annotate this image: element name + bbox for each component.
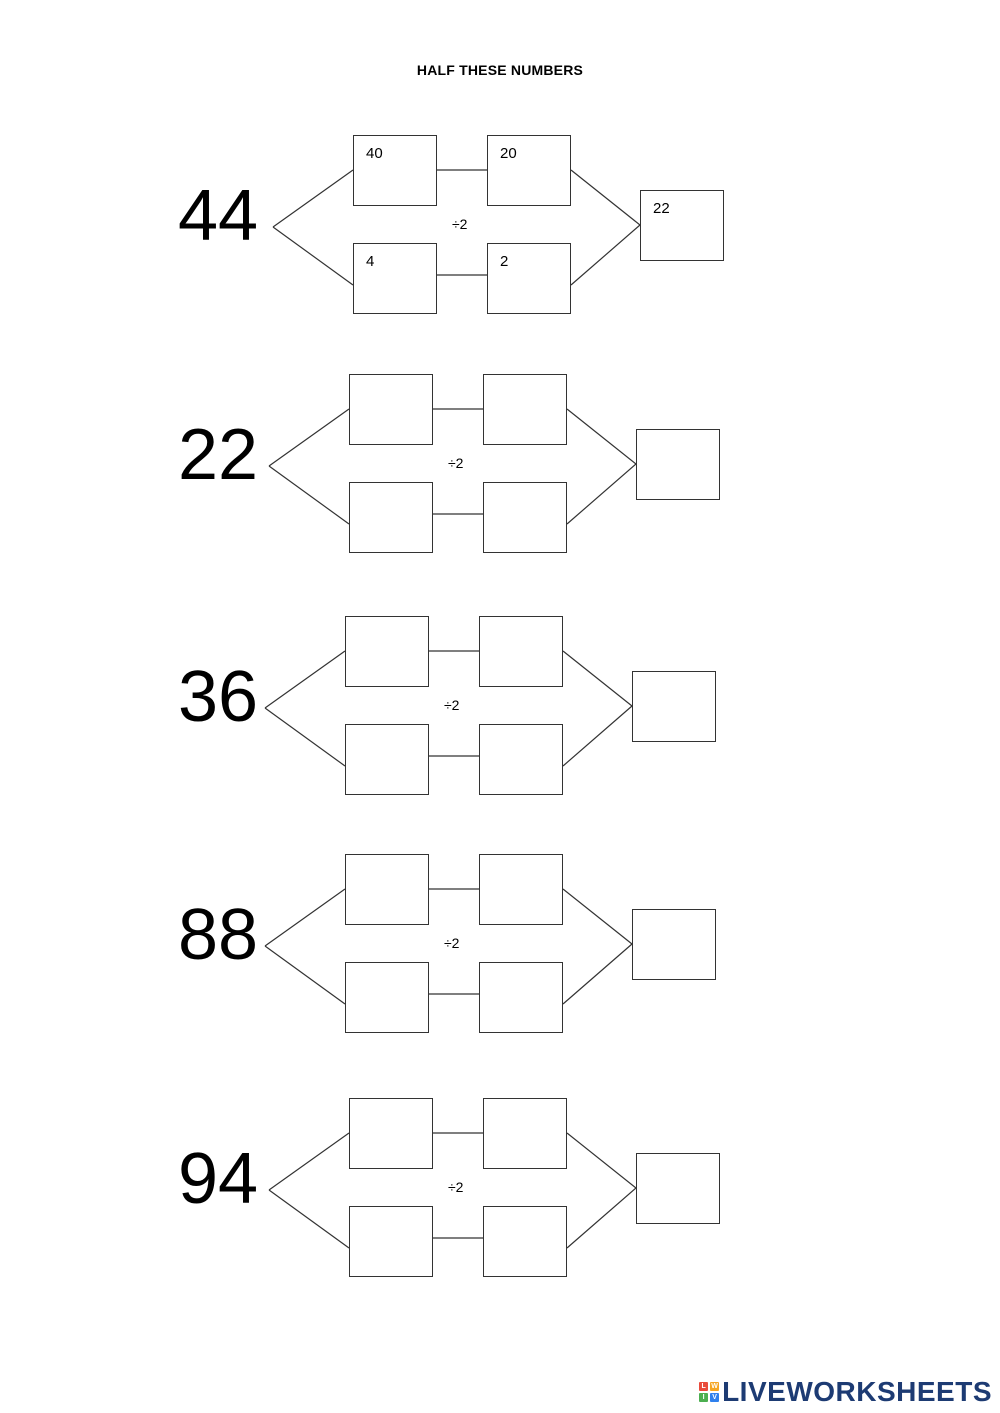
tens-half-box[interactable] — [483, 1098, 567, 1169]
connector-line — [566, 408, 637, 465]
page-title: HALF THESE NUMBERS — [416, 62, 584, 78]
box-value: 2 — [500, 253, 509, 270]
tens-box[interactable] — [349, 374, 433, 445]
target-number: 44 — [178, 176, 259, 256]
connector-line — [562, 888, 633, 945]
connector-line — [272, 226, 354, 286]
connector-line — [570, 224, 641, 286]
connector-lines — [272, 169, 641, 286]
ones-half-box[interactable] — [483, 1206, 567, 1277]
divide-by-two-label: ÷2 — [444, 935, 460, 951]
connector-line — [268, 408, 350, 467]
connector-line — [264, 945, 346, 1005]
connector-line — [264, 888, 346, 947]
result-box[interactable] — [636, 429, 720, 500]
tens-half-box[interactable] — [479, 854, 563, 925]
liveworksheets-logo-icon: L W I V — [699, 1382, 720, 1402]
halving-problem: 36 ÷2 — [0, 611, 1000, 796]
box-value: 22 — [653, 200, 670, 217]
connector-line — [268, 1132, 350, 1191]
ones-box[interactable] — [345, 962, 429, 1033]
halving-problem: 22 ÷2 — [0, 369, 1000, 554]
divide-by-two-label: ÷2 — [452, 216, 468, 232]
divide-by-two-label: ÷2 — [448, 455, 464, 471]
connector-line — [264, 650, 346, 709]
connector-line — [562, 943, 633, 1005]
brand-name: LIVEWORKSHEETS — [722, 1376, 992, 1407]
connector-lines — [264, 650, 633, 767]
ones-half-box[interactable] — [479, 724, 563, 795]
footer-brand: L W I V LIVEWORKSHEETS — [699, 1375, 992, 1409]
logo-tile: L — [699, 1382, 709, 1391]
tens-half-box[interactable] — [483, 374, 567, 445]
tens-half-box[interactable] — [479, 616, 563, 687]
ones-box[interactable] — [345, 724, 429, 795]
result-box[interactable]: 22 — [640, 190, 724, 261]
box-value: 40 — [366, 145, 383, 162]
tens-box[interactable] — [349, 1098, 433, 1169]
connector-lines — [268, 1132, 637, 1249]
connector-line — [562, 705, 633, 767]
result-box[interactable] — [632, 909, 716, 980]
logo-tile: I — [699, 1393, 709, 1402]
box-value: 4 — [366, 253, 375, 270]
divide-by-two-label: ÷2 — [444, 697, 460, 713]
tens-box[interactable] — [345, 616, 429, 687]
box-value: 20 — [500, 145, 517, 162]
result-box[interactable] — [636, 1153, 720, 1224]
ones-box[interactable] — [349, 482, 433, 553]
connector-line — [268, 1189, 350, 1249]
connector-line — [264, 707, 346, 767]
halving-problem: 88 ÷2 — [0, 849, 1000, 1034]
tens-box[interactable] — [345, 854, 429, 925]
result-box[interactable] — [632, 671, 716, 742]
divide-by-two-label: ÷2 — [448, 1179, 464, 1195]
halving-problem: 94 ÷2 — [0, 1093, 1000, 1278]
target-number: 36 — [178, 657, 259, 737]
tens-box[interactable]: 40 — [353, 135, 437, 206]
ones-half-box[interactable] — [479, 962, 563, 1033]
connector-line — [268, 465, 350, 525]
connector-lines — [264, 888, 633, 1005]
connector-line — [566, 1132, 637, 1189]
connector-line — [566, 463, 637, 525]
target-number: 22 — [178, 415, 259, 495]
target-number: 88 — [178, 895, 259, 975]
connector-line — [562, 650, 633, 707]
ones-half-box[interactable] — [483, 482, 567, 553]
ones-box[interactable] — [349, 1206, 433, 1277]
logo-tile: W — [710, 1382, 720, 1391]
logo-tile: V — [710, 1393, 720, 1402]
connector-line — [566, 1187, 637, 1249]
tens-half-box[interactable]: 20 — [487, 135, 571, 206]
ones-half-box[interactable]: 2 — [487, 243, 571, 314]
connector-line — [272, 169, 354, 228]
connector-lines — [268, 408, 637, 525]
target-number: 94 — [178, 1139, 259, 1219]
ones-box[interactable]: 4 — [353, 243, 437, 314]
connector-line — [570, 169, 641, 226]
